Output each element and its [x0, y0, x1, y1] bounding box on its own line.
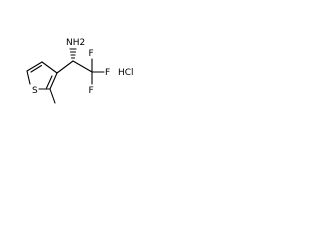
structure-canvas: NH2 F F F S HCl	[0, 0, 152, 152]
fluorine-label-top: F	[89, 49, 94, 59]
fluorine-label-bottom: F	[89, 86, 94, 96]
bond-c4-c5	[49, 72, 58, 90]
fluorine-label-right: F	[105, 68, 110, 78]
salt-label: HCl	[118, 68, 134, 78]
bond-s-c2	[26, 70, 31, 85]
bond-stereocenter-cf3	[72, 60, 93, 73]
bond-c3-c4	[41, 61, 58, 74]
bond-c4-c5-double	[45, 75, 53, 89]
hashed-wedge-bond	[69, 48, 77, 59]
bond-c2-c3	[26, 61, 43, 72]
bond-ring-stereocenter	[56, 60, 74, 74]
molecule-drawing: NH2 F F F S HCl	[26, 38, 134, 104]
bond-methyl	[49, 88, 56, 104]
sulfur-label: S	[32, 86, 38, 96]
amine-label: NH2	[66, 38, 85, 48]
bond-c2-c3-double	[30, 64, 43, 73]
